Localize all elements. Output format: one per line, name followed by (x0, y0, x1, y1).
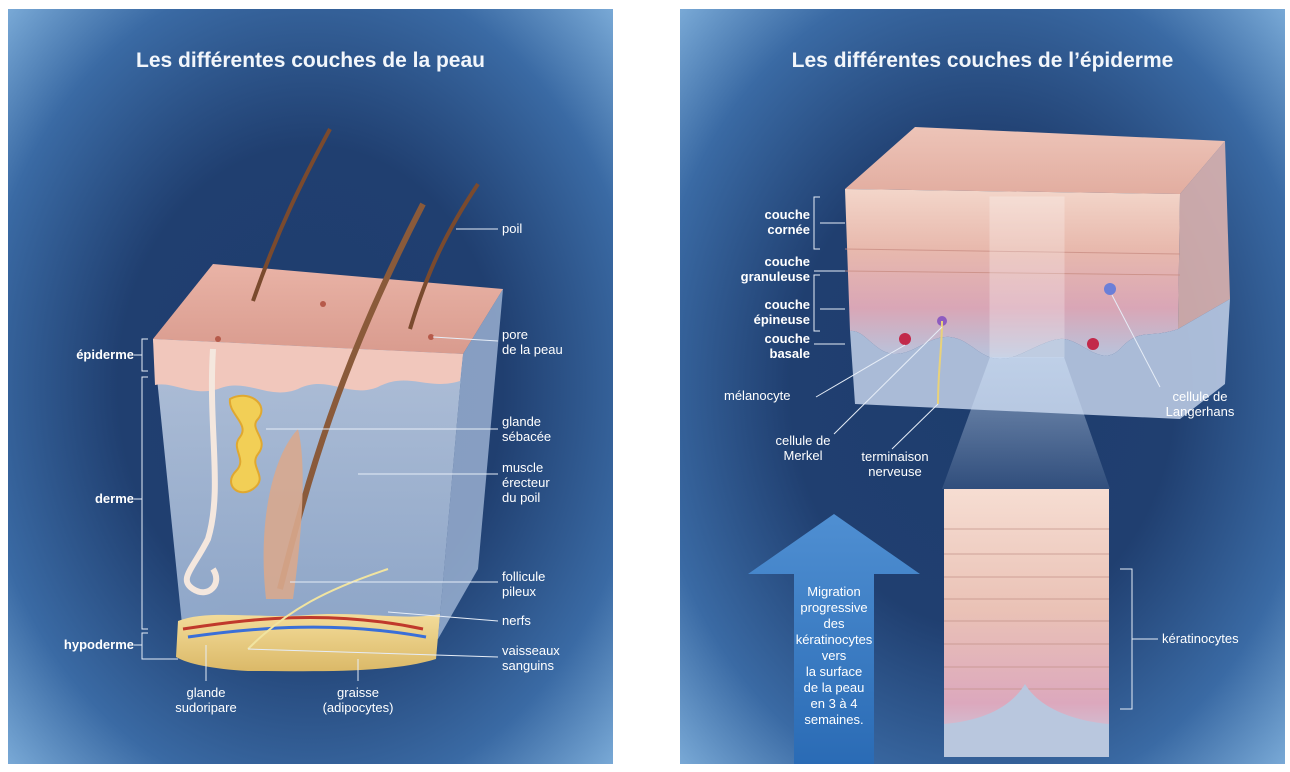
label-pore: pore de la peau (502, 327, 563, 357)
label-keratinocytes: kératinocytes (1162, 631, 1239, 646)
label-glande-sudoripare: glande sudoripare (156, 685, 256, 715)
bracket-epineuse (814, 275, 820, 331)
label-terminaison: terminaison nerveuse (850, 449, 940, 479)
bracket-derme (142, 377, 148, 629)
migration-caption: Migration progressive des kératinocytes … (764, 584, 904, 728)
label-follicule: follicule pileux (502, 569, 545, 599)
label-couche-granuleuse: couche granuleuse (710, 254, 810, 284)
label-poil: poil (502, 221, 522, 236)
panel-title: Les différentes couches de la peau (8, 49, 613, 73)
langerhans-cell (1104, 283, 1116, 295)
label-melanocyte: mélanocyte (724, 388, 790, 403)
label-nerfs: nerfs (502, 613, 531, 628)
label-couche-basale: couche basale (710, 331, 810, 361)
pore (320, 301, 326, 307)
bracket-epiderme (142, 339, 148, 371)
melanocyte (1087, 338, 1099, 350)
skin-layers-panel: Les différentes couches de la peau épide… (8, 9, 613, 764)
zoom-window (990, 197, 1064, 357)
pore (215, 336, 221, 342)
label-derme: derme (38, 491, 134, 506)
label-couche-epineuse: couche épineuse (710, 297, 810, 327)
skin-surface (153, 264, 503, 354)
label-graisse: graisse (adipocytes) (303, 685, 413, 715)
panel-title: Les différentes couches de l’épiderme (680, 49, 1285, 73)
label-glande-sebacee: glande sébacée (502, 414, 551, 444)
adipose-layer (176, 614, 440, 671)
bracket-keratinocytes (1120, 569, 1132, 709)
label-epiderme: épiderme (38, 347, 134, 362)
label-langerhans: cellule de Langerhans (1150, 389, 1250, 419)
label-hypoderme: hypoderme (38, 637, 134, 652)
label-merkel: cellule de Merkel (758, 433, 848, 463)
label-couche-cornee: couche cornée (710, 207, 810, 237)
bracket-hypoderme (142, 633, 178, 659)
leader-line (892, 404, 938, 449)
epidermis-top-surface (845, 127, 1225, 194)
label-muscle-erecteur: muscle érecteur du poil (502, 460, 550, 505)
bracket-cornee (814, 197, 820, 249)
label-vaisseaux: vaisseaux sanguins (502, 643, 560, 673)
epidermis-layers-panel: Les différentes couches de l’épiderme co… (680, 9, 1285, 764)
melanocyte (899, 333, 911, 345)
